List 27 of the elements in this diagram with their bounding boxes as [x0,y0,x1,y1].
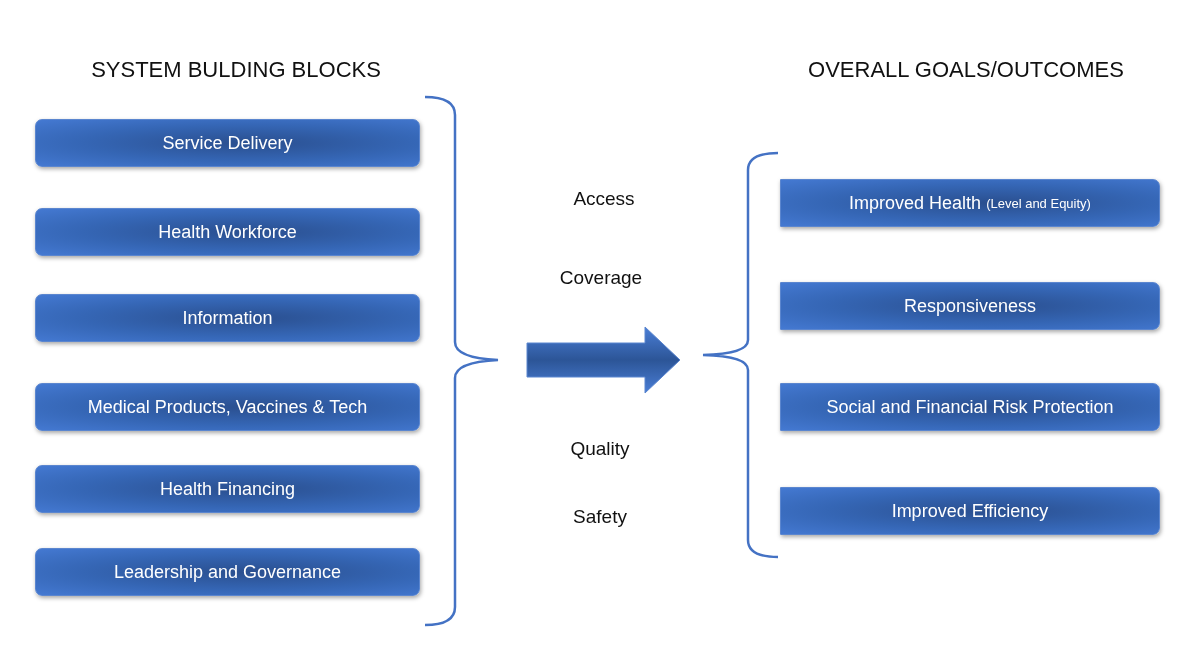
process-box [35,294,420,342]
process-box [35,548,420,596]
process-box [780,383,1160,431]
process-box [35,383,420,431]
box-label: Health Workforce [158,221,297,243]
flow-label: Access [573,188,635,210]
flow-label: Coverage [559,267,643,289]
box-note: (Level and Equity) [986,195,1091,211]
box-label: Medical Products, Vaccines & Tech [87,396,368,418]
process-box [35,119,420,167]
process-box [780,282,1160,330]
box-label: Improved Efficiency [891,500,1049,522]
box-label: Information [182,307,273,329]
section-heading: OVERALL GOALS/OUTCOMES [808,57,1124,83]
process-box [780,179,1160,227]
section-heading: SYSTEM BULDING BLOCKS [91,57,381,83]
process-box [780,487,1160,535]
flow-label: Safety [573,506,627,528]
process-box [35,465,420,513]
flow-label: Quality [570,438,630,460]
box-label: Leadership and Governance [113,561,342,583]
box-label: Responsiveness [903,295,1037,317]
box-label: Improved Health [849,192,982,214]
process-box [35,208,420,256]
box-label: Health Financing [159,478,296,500]
box-label: Social and Financial Risk Protection [826,396,1114,418]
box-label: Service Delivery [162,132,293,154]
